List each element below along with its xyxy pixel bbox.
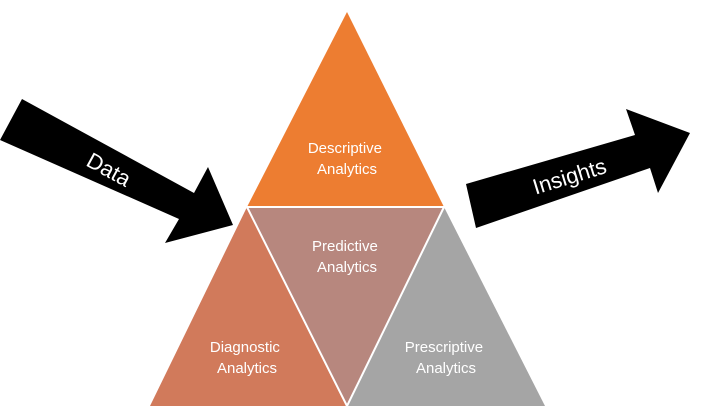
prescriptive-label-line1: Prescriptive xyxy=(405,339,483,356)
descriptive-segment xyxy=(247,12,444,207)
data-arrow: Data xyxy=(0,99,233,243)
diagnostic-label-line1: Diagnostic xyxy=(210,339,281,356)
data-arrow-shape xyxy=(0,99,233,243)
diagnostic-segment xyxy=(150,207,347,406)
prescriptive-label-line2: Analytics xyxy=(416,360,476,377)
prescriptive-label: Prescriptive Analytics xyxy=(405,339,488,377)
predictive-label-line2: Analytics xyxy=(317,259,377,276)
descriptive-label-line2: Analytics xyxy=(317,161,377,178)
insights-arrow: Insights xyxy=(466,109,690,228)
predictive-segment xyxy=(247,207,444,406)
pyramid xyxy=(150,12,545,409)
segment-divider xyxy=(246,206,445,409)
insights-arrow-shape xyxy=(466,109,690,228)
descriptive-label: Descriptive Analytics xyxy=(308,140,386,178)
diagnostic-label-line2: Analytics xyxy=(217,360,277,377)
predictive-label-line1: Predictive xyxy=(312,238,378,255)
prescriptive-segment xyxy=(347,207,545,406)
diagnostic-label: Diagnostic Analytics xyxy=(210,339,284,377)
predictive-label: Predictive Analytics xyxy=(312,238,382,276)
descriptive-label-line1: Descriptive xyxy=(308,140,382,157)
